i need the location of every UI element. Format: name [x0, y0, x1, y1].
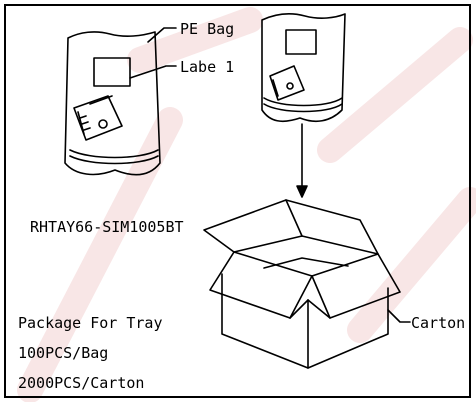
carton-box-icon: [203, 199, 401, 369]
package-title: Package For Tray: [18, 314, 163, 332]
sim-tray-icon-left: [73, 95, 123, 141]
label-leader: [129, 65, 177, 79]
bag-quantity: 100PCS/Bag: [18, 344, 109, 362]
pe-bag-icon-right: [261, 13, 346, 123]
pe-bag-label: PE Bag: [180, 20, 235, 38]
border-frame: [4, 4, 471, 398]
carton-leader: [387, 309, 411, 323]
arrow-down-icon: [296, 123, 308, 198]
pe-bag-icon-left: [64, 31, 161, 176]
label-1-label: Labe 1: [180, 58, 235, 76]
model-number: RHTAY66-SIM1005BT: [30, 218, 184, 236]
pe-bag-leader: [147, 27, 177, 43]
carton-quantity: 2000PCS/Carton: [18, 374, 145, 392]
carton-label: Carton: [411, 314, 466, 332]
label-icon: [93, 57, 131, 87]
